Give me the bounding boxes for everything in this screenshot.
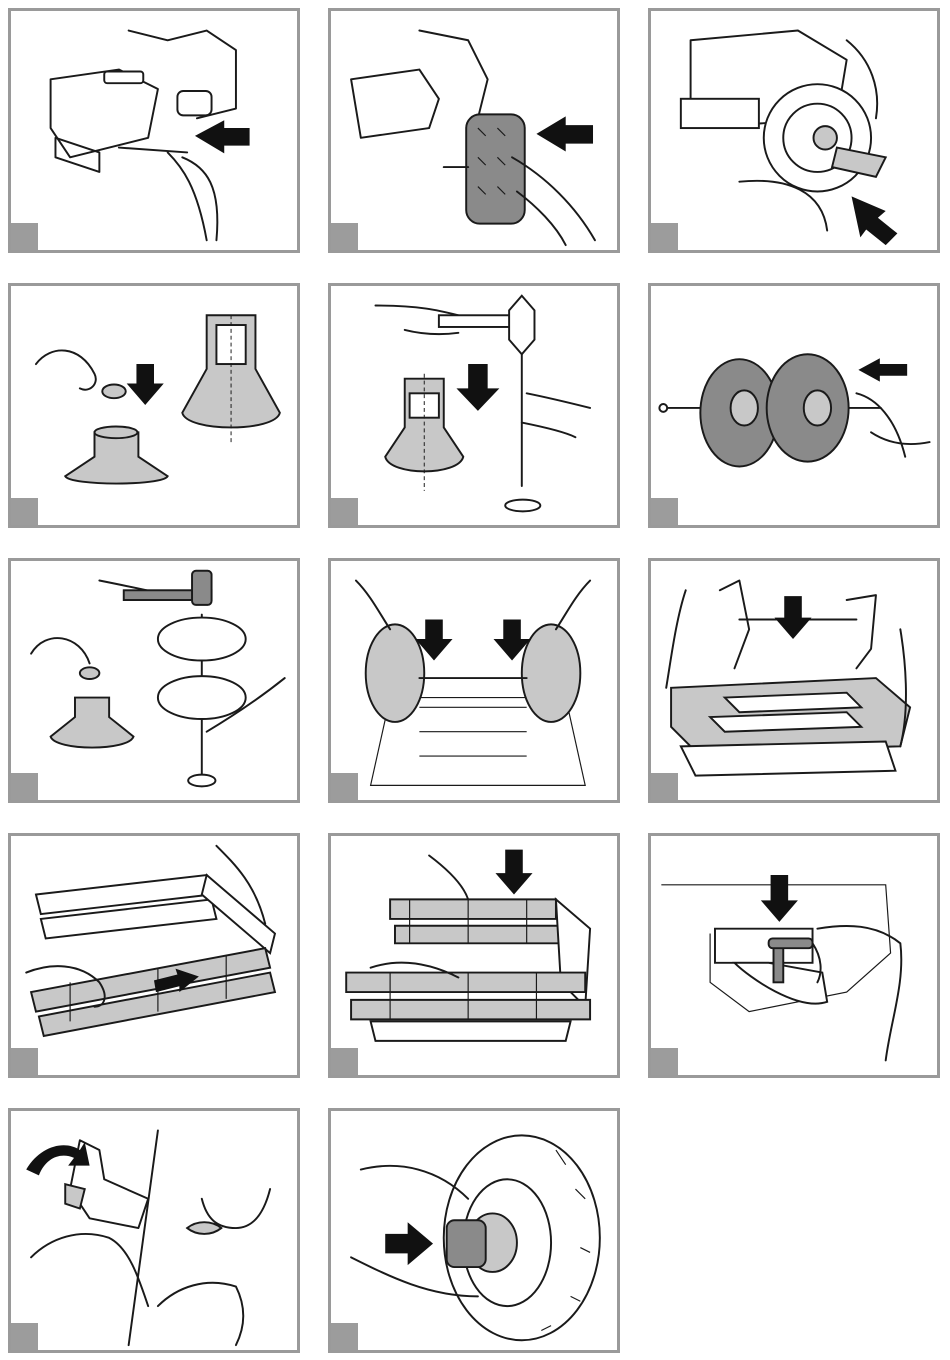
hand-icon [31, 1234, 148, 1306]
cap-part [80, 667, 100, 679]
step-tab [331, 1048, 358, 1075]
hand-icon [356, 581, 590, 630]
panel-13 [8, 1108, 300, 1353]
axle-pin [119, 148, 187, 153]
hand-icon [168, 152, 218, 240]
step-tab [651, 1048, 678, 1075]
panel-7 [8, 558, 300, 803]
hammer-icon [439, 315, 517, 327]
panel-9 [648, 558, 940, 803]
step-tab [11, 223, 38, 250]
panel-4 [8, 283, 300, 528]
illustration-hammer-rear [11, 561, 297, 800]
illustration-lock-pin [651, 836, 937, 1075]
hand-icon [856, 393, 929, 456]
step-tab [331, 773, 358, 800]
illustration-rotate-clip [11, 1111, 297, 1350]
step-tab [11, 1323, 38, 1350]
arrow-icon [858, 358, 907, 381]
step-tab [651, 773, 678, 800]
illustration-front-wheel [331, 11, 617, 250]
tool-part [51, 698, 134, 748]
arrow-icon [761, 875, 798, 922]
arrow-icon [385, 1222, 433, 1265]
rail-part [395, 926, 561, 944]
panel-3 [648, 8, 940, 253]
panel-10 [8, 833, 300, 1078]
hand-icon [158, 1283, 243, 1345]
illustration-hub-press [651, 11, 937, 250]
chassis-part [371, 1021, 571, 1041]
illustration-press-rails [331, 836, 617, 1075]
rail-part [351, 1000, 590, 1020]
panel-11 [328, 833, 620, 1078]
illustration-wheel-cap [331, 1111, 617, 1350]
wheel-icon [366, 624, 425, 722]
cap-part [102, 385, 125, 399]
panel-1 [8, 8, 300, 253]
cap-part [447, 1220, 486, 1267]
rail-part [390, 899, 556, 919]
rail-part [346, 973, 585, 993]
step-tab [11, 1048, 38, 1075]
step-tab [331, 223, 358, 250]
step-tab [331, 498, 358, 525]
illustration-side-rails [11, 836, 297, 1075]
clip-part [187, 1222, 221, 1234]
chassis-part [681, 741, 896, 775]
illustration-axle-pin [11, 11, 297, 250]
hand-icon [36, 350, 96, 389]
tool-part [65, 432, 167, 483]
arrow-icon [774, 596, 811, 639]
chassis-edge [129, 1131, 158, 1346]
illustration-rear-frame [651, 561, 937, 800]
panel-5 [328, 283, 620, 528]
step-tab [331, 1323, 358, 1350]
illustration-hubcap-tool [11, 286, 297, 525]
panel-6 [648, 283, 940, 528]
wheel-icon [466, 114, 525, 223]
illustration-rear-wheels [651, 286, 937, 525]
arrow-icon [536, 116, 593, 151]
panel-12 [648, 833, 940, 1078]
hand-icon [31, 638, 90, 663]
wheel-icon [158, 618, 246, 661]
arrow-icon [456, 364, 499, 411]
arrow-icon [26, 1142, 89, 1175]
wheel-icon [158, 676, 246, 719]
latch-part [104, 71, 143, 83]
step-tab [651, 223, 678, 250]
arrow-icon [195, 120, 250, 153]
step-tab [11, 773, 38, 800]
bumper-part [681, 99, 759, 128]
illustration-install-axle [331, 561, 617, 800]
arrow-icon [852, 196, 898, 245]
arrow-icon [495, 850, 532, 895]
panel-8 [328, 558, 620, 803]
hub-part [814, 126, 837, 149]
step-tab [651, 498, 678, 525]
wheel-icon [522, 624, 581, 722]
illustration-hammer-tool [331, 286, 617, 525]
arrow-icon [127, 364, 164, 405]
panel-2 [328, 8, 620, 253]
panel-14 [328, 1108, 620, 1353]
step-tab [11, 498, 38, 525]
